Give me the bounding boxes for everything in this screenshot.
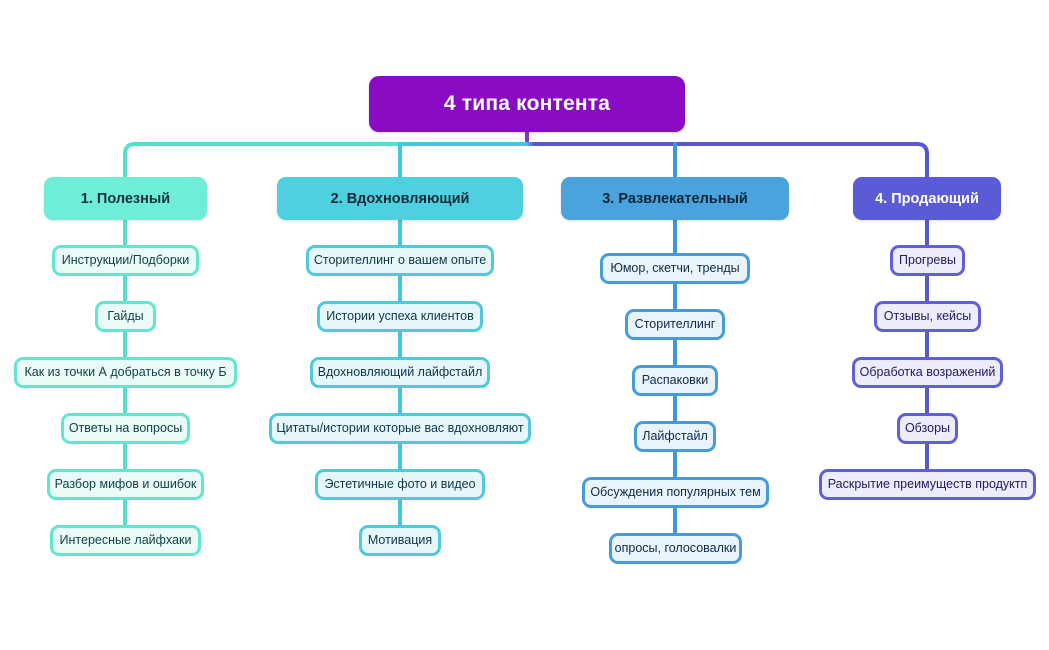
leaf-node[interactable]: Ответы на вопросы [61, 413, 190, 444]
leaf-node-label: Лайфстайл [642, 428, 708, 443]
leaf-node[interactable]: Сторителлинг о вашем опыте [306, 245, 494, 276]
leaf-node-label: Раскрытие преимуществ продуктп [827, 476, 1028, 491]
leaf-node-label: Вдохновляющий лайфстайл [317, 364, 483, 379]
leaf-node[interactable]: Истории успеха клиентов [317, 301, 483, 332]
leaf-node[interactable]: Интересные лайфхаки [50, 525, 201, 556]
leaf-node-label: Разбор мифов и ошибок [54, 476, 197, 491]
leaf-node[interactable]: Лайфстайл [634, 421, 716, 452]
category-node-entertaining[interactable]: 3. Развлекательный [561, 177, 789, 220]
leaf-node[interactable]: Юмор, скетчи, тренды [600, 253, 750, 284]
leaf-node[interactable]: Как из точки А добраться в точку Б [14, 357, 237, 388]
category-node-label: 1. Полезный [80, 190, 171, 207]
category-node-label: 4. Продающий [875, 190, 979, 207]
root-node-label: 4 типа контента [443, 92, 611, 115]
leaf-node[interactable]: Инструкции/Подборки [52, 245, 199, 276]
leaf-node-label: Гайды [107, 308, 144, 323]
leaf-node-label: Сторителлинг [634, 316, 716, 331]
leaf-node[interactable]: Обработка возражений [852, 357, 1003, 388]
root-node[interactable]: 4 типа контента [369, 76, 685, 132]
leaf-node-label: Интересные лайфхаки [59, 532, 192, 547]
category-node-useful[interactable]: 1. Полезный [44, 177, 207, 220]
leaf-node[interactable]: Мотивация [359, 525, 441, 556]
leaf-node-label: Обсуждения популярных тем [590, 484, 761, 499]
leaf-node[interactable]: Распаковки [632, 365, 718, 396]
leaf-node-label: Как из точки А добраться в точку Б [24, 364, 227, 379]
leaf-node[interactable]: Обсуждения популярных тем [582, 477, 769, 508]
leaf-node[interactable]: Гайды [95, 301, 156, 332]
leaf-node-label: Ответы на вопросы [68, 420, 183, 435]
leaf-node[interactable]: Сторителлинг [625, 309, 725, 340]
leaf-node[interactable]: Обзоры [897, 413, 958, 444]
leaf-node-label: Отзывы, кейсы [883, 308, 972, 323]
leaf-node[interactable]: Раскрытие преимуществ продуктп [819, 469, 1036, 500]
leaf-node[interactable]: Отзывы, кейсы [874, 301, 981, 332]
leaf-node-label: Мотивация [367, 532, 433, 547]
category-node-label: 2. Вдохновляющий [330, 190, 470, 207]
leaf-node[interactable]: Цитаты/истории которые вас вдохновляют [269, 413, 531, 444]
category-node-selling[interactable]: 4. Продающий [853, 177, 1001, 220]
leaf-node[interactable]: Разбор мифов и ошибок [47, 469, 204, 500]
leaf-node[interactable]: опросы, голосовалки [609, 533, 742, 564]
leaf-node-label: Обзоры [904, 420, 951, 435]
leaf-node-label: Юмор, скетчи, тренды [610, 260, 740, 275]
leaf-node[interactable]: Вдохновляющий лайфстайл [310, 357, 490, 388]
leaf-node-label: Эстетичные фото и видео [324, 476, 476, 491]
leaf-node-label: Распаковки [641, 372, 709, 387]
leaf-node[interactable]: Прогревы [890, 245, 965, 276]
leaf-node-label: Инструкции/Подборки [61, 252, 190, 267]
leaf-node-label: Цитаты/истории которые вас вдохновляют [276, 420, 524, 435]
leaf-node-label: Обработка возражений [859, 364, 996, 379]
leaf-node-label: Истории успеха клиентов [326, 308, 474, 323]
category-node-label: 3. Развлекательный [602, 190, 748, 207]
leaf-node[interactable]: Эстетичные фото и видео [315, 469, 485, 500]
category-node-inspiring[interactable]: 2. Вдохновляющий [277, 177, 523, 220]
leaf-node-label: опросы, голосовалки [614, 540, 737, 555]
leaf-node-label: Сторителлинг о вашем опыте [313, 252, 487, 267]
leaf-node-label: Прогревы [899, 252, 956, 267]
